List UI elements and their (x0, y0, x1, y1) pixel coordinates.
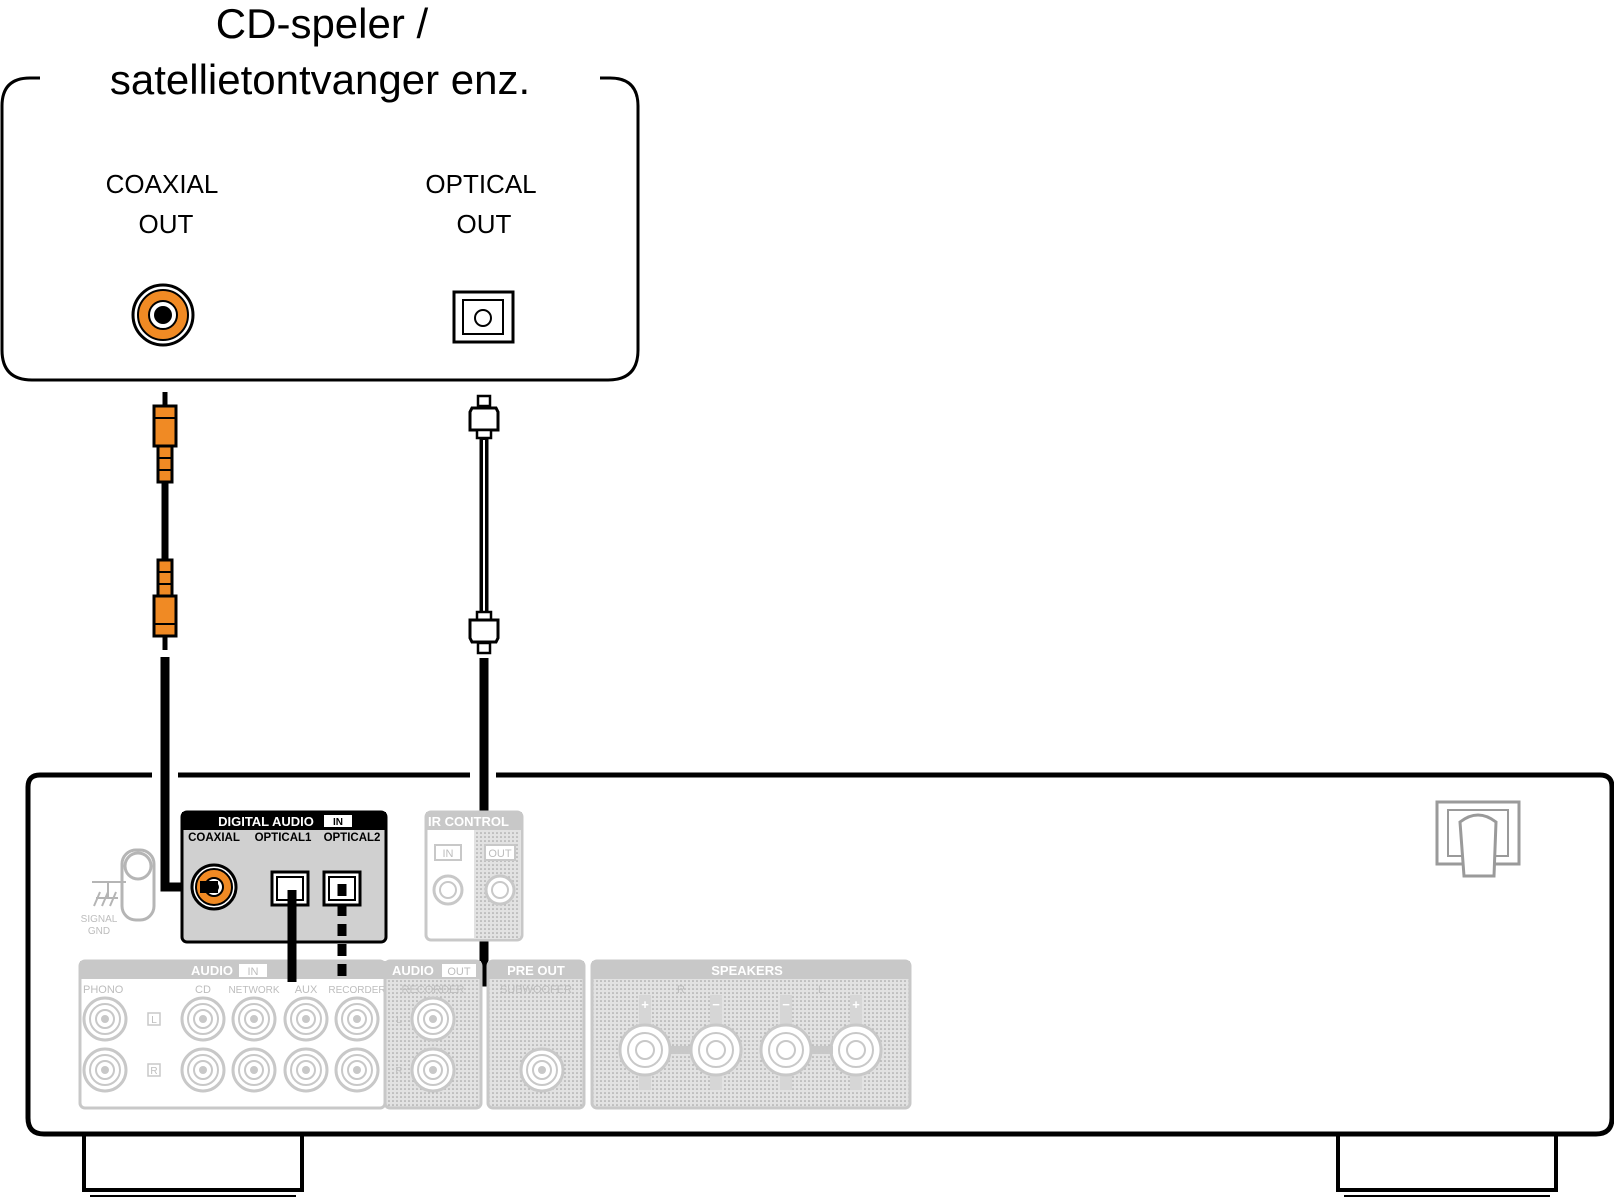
audio-in-panel: AUDIO IN PHONO CD NETWORK AUX RECORDER L… (78, 959, 387, 1110)
optical-port-icon (452, 290, 515, 344)
rca-jack-icon (82, 996, 128, 1042)
speakers-left-label: L (818, 984, 824, 996)
power-inlet-icon (1435, 800, 1521, 878)
speaker-terminal-icon: − (759, 995, 813, 1090)
audio-in-right-label: R (150, 1066, 157, 1077)
optical-out-label-line2: OUT (457, 209, 512, 239)
rca-jack-icon (334, 996, 380, 1042)
optical-out-label-line1: OPTICAL (425, 169, 536, 199)
audio-in-col-recorder: RECORDER (328, 985, 385, 996)
audio-in-left-label: L (151, 1015, 157, 1026)
toslink-plug-icon (468, 394, 500, 440)
ir-in-label: IN (443, 848, 454, 860)
speakers-right-label: R (677, 984, 685, 996)
pre-out-panel: PRE OUT SUBWOOFER (486, 959, 586, 1110)
ir-control-header: IR CONTROL (428, 814, 509, 829)
audio-out-col-recorder: RECORDER (402, 984, 465, 996)
digital-port-optical2-label: OPTICAL2 (324, 832, 381, 844)
rca-jack-icon (82, 1047, 128, 1093)
rca-jack-icon (283, 1047, 329, 1093)
speaker-bridge (670, 1046, 692, 1054)
toslink-plug-icon (468, 610, 500, 655)
pre-out-header: PRE OUT (507, 963, 565, 978)
ground-icon (92, 848, 156, 922)
source-device: CD-speler / satellietontvanger enz. COAX… (0, 0, 640, 382)
coaxial-jack-icon (131, 283, 195, 347)
rca-plug-icon (152, 558, 178, 650)
rca-jack-icon (231, 996, 277, 1042)
speakers-panel: SPEAKERS R L + − − + (590, 959, 912, 1110)
pre-out-jacks (519, 1047, 565, 1093)
digital-port-optical1-label: OPTICAL1 (255, 832, 312, 844)
speaker-terminal-icon: − (689, 995, 743, 1090)
source-title-line2: satellietontvanger enz. (110, 56, 530, 103)
audio-out-left-label: L (396, 1015, 402, 1026)
audio-in-col-network: NETWORK (228, 985, 279, 996)
digital-audio-badge: IN (333, 817, 343, 828)
coaxial-cable-tail (200, 881, 218, 893)
audio-out-jacks (410, 996, 456, 1093)
speaker-terminal-icon: + (829, 995, 883, 1090)
audio-out-badge: OUT (447, 966, 471, 978)
speaker-polarity-label: − (712, 997, 720, 1012)
rca-jack-icon (283, 996, 329, 1042)
rca-jack-icon (334, 1047, 380, 1093)
rca-jack-icon (231, 1047, 277, 1093)
coaxial-out-label-line2: OUT (139, 209, 194, 239)
rca-jack-icon (519, 1047, 565, 1093)
speaker-bridge (811, 1046, 833, 1054)
ir-out-label: OUT (488, 848, 512, 860)
audio-out-header: AUDIO (392, 963, 434, 978)
audio-in-col-cd: CD (195, 984, 211, 996)
ir-control-panel: IR CONTROL IN OUT (424, 810, 524, 942)
source-title-line1: CD-speler / (216, 0, 429, 47)
coaxial-cable (152, 392, 205, 892)
coaxial-out-label-line1: COAXIAL (106, 169, 219, 199)
speaker-polarity-label: + (641, 997, 649, 1012)
pre-out-col-subwoofer: SUBWOOFER (500, 984, 572, 996)
signal-gnd-label-line2: GND (88, 926, 110, 937)
audio-in-header: AUDIO (191, 963, 233, 978)
speaker-polarity-label: − (782, 997, 790, 1012)
audio-in-jacks (82, 996, 380, 1093)
rca-jack-icon (180, 1047, 226, 1093)
audio-out-right-label: R (395, 1066, 402, 1077)
signal-gnd-label-line1: SIGNAL (81, 914, 118, 925)
audio-in-col-phono: PHONO (83, 984, 124, 996)
audio-in-col-aux: AUX (295, 984, 318, 996)
speaker-terminal-icon: + (618, 995, 672, 1090)
speaker-polarity-label: + (852, 997, 860, 1012)
audio-in-badge: IN (248, 966, 259, 978)
digital-port-coaxial-label: COAXIAL (188, 832, 240, 844)
digital-audio-header: DIGITAL AUDIO (218, 814, 314, 829)
speakers-header: SPEAKERS (711, 963, 783, 978)
digital-audio-panel: DIGITAL AUDIO IN COAXIAL OPTICAL1 OPTICA… (180, 810, 388, 944)
amplifier-rear-panel: SIGNAL GND IR CONTROL IN OUT AUDIO IN PH… (25, 772, 1614, 1197)
rca-jack-icon (410, 996, 456, 1042)
rca-jack-icon (180, 996, 226, 1042)
rca-jack-icon (410, 1047, 456, 1093)
rca-plug-icon (152, 392, 178, 484)
speaker-terminals: + − − + (618, 995, 883, 1090)
audio-out-panel: AUDIO OUT RECORDER L R (383, 959, 483, 1110)
